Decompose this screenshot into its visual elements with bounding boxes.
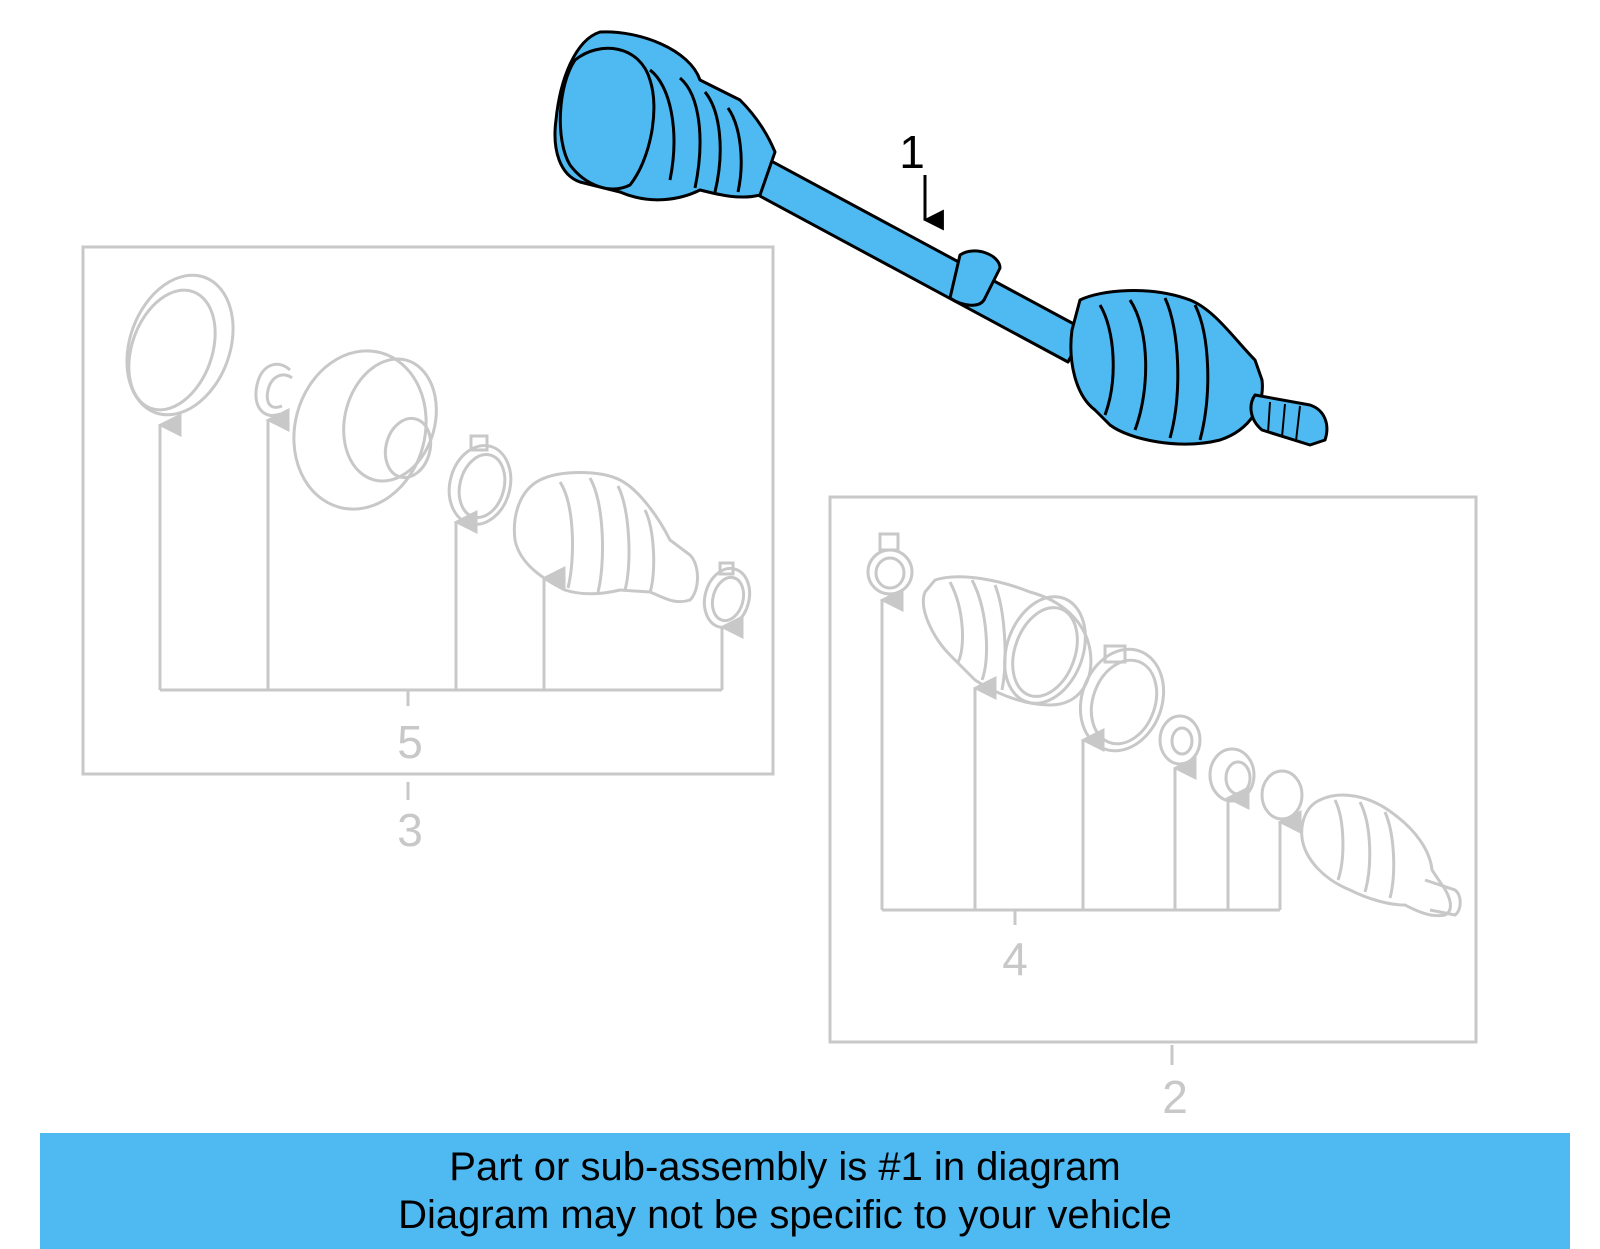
inner-cv-boot [649, 68, 743, 193]
disclaimer-banner: Part or sub-assembly is #1 in diagram Di… [40, 1133, 1570, 1249]
kit-3-leaders [157, 408, 744, 800]
cv-boot-folds [558, 477, 656, 593]
boot-clamp-large-inner [457, 453, 507, 519]
hub-flange-center [383, 416, 433, 480]
spline-stub [1249, 393, 1329, 447]
banner-line-2: Diagram may not be specific to your vehi… [398, 1193, 1172, 1237]
callout-3: 3 [397, 804, 423, 856]
cv-joint-2 [1300, 793, 1452, 918]
boot-clamp-small-2-tab [878, 532, 900, 552]
callout-5: 5 [397, 716, 423, 768]
kit-box-2 [828, 495, 1478, 1065]
outer-cv-joint [1069, 289, 1264, 446]
spacer-ring-1 [1158, 714, 1202, 766]
dust-seal-inner [127, 288, 217, 412]
boot-clamp-large-2-tab [1103, 644, 1127, 664]
spacer-ring-1-inner [1170, 726, 1194, 756]
outer-cv-boot [1098, 297, 1210, 441]
cv-joint-2-stub [1424, 878, 1462, 917]
cv-boot-2-folds [948, 579, 1007, 691]
snap-ring [254, 362, 293, 417]
cv-joint-2-folds [1333, 799, 1396, 899]
cv-boot-2 [922, 575, 1093, 707]
kit-box-2-frame [828, 495, 1478, 1044]
boot-clamp-small [702, 566, 752, 630]
dished-washer-inner [1224, 760, 1252, 796]
kit-box-3-frame [81, 245, 775, 776]
kit-2-leaders [879, 588, 1302, 1065]
boot-clamp-large-tab [469, 434, 489, 452]
axle-shaft-assembly[interactable] [553, 30, 1329, 447]
cv-boot [512, 471, 699, 604]
cv-boot-2-mouth [1003, 595, 1087, 705]
retaining-ring [1260, 769, 1304, 821]
hub-flange-face [342, 357, 438, 483]
kit-box-3 [81, 245, 775, 800]
spline-lines [1267, 401, 1301, 442]
callout-2: 2 [1162, 1071, 1188, 1123]
boot-clamp-small-tab [718, 561, 735, 576]
callout-1: 1 [899, 126, 925, 178]
callout-4: 4 [1002, 933, 1028, 985]
inner-cv-cup [558, 46, 656, 191]
banner-line-1: Part or sub-assembly is #1 in diagram [449, 1145, 1121, 1189]
axle-shaft-bar [743, 153, 1087, 364]
cv-boot-2-mouth-inner [1011, 606, 1079, 698]
dust-seal [125, 273, 235, 417]
boot-clamp-large-2-inner [1089, 658, 1159, 746]
hub-flange [292, 349, 428, 511]
damper-ring [948, 249, 1002, 307]
boot-clamp-small-2-inner [874, 556, 906, 590]
